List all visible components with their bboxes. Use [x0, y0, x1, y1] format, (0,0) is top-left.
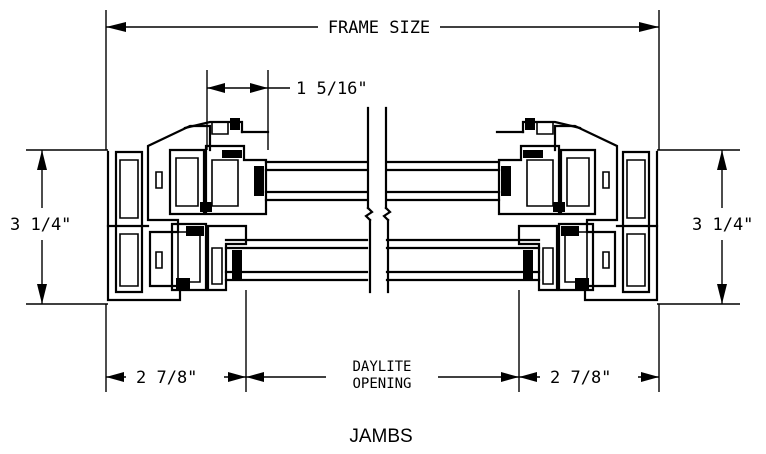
height-label-right: 3 1/4" [692, 215, 753, 235]
frame-size-dimension: FRAME SIZE [105, 10, 660, 150]
daylite-label-line1: DAYLITE [352, 359, 411, 375]
daylite-label-line2: OPENING [352, 376, 411, 392]
sash-width-label: 1 5/16" [296, 79, 368, 99]
height-dimension-right: 3 1/4" [657, 149, 753, 305]
center-break-lines [364, 106, 392, 294]
frame-size-label: FRAME SIZE [328, 18, 430, 38]
right-jamb-profile [495, 118, 659, 302]
jamb-width-label-left: 2 7/8" [136, 368, 197, 388]
height-label-left: 3 1/4" [10, 215, 71, 235]
bottom-dimensions: 2 7/8" DAYLITE OPENING 2 7/8" [105, 290, 660, 392]
height-dimension-left: 3 1/4" [10, 149, 108, 305]
glass-panes [224, 160, 541, 282]
drawing-caption: JAMBS [349, 426, 412, 447]
sash-width-dimension: 1 5/16" [206, 70, 368, 150]
jamb-width-label-right: 2 7/8" [550, 368, 611, 388]
left-jamb-profile [106, 118, 270, 302]
